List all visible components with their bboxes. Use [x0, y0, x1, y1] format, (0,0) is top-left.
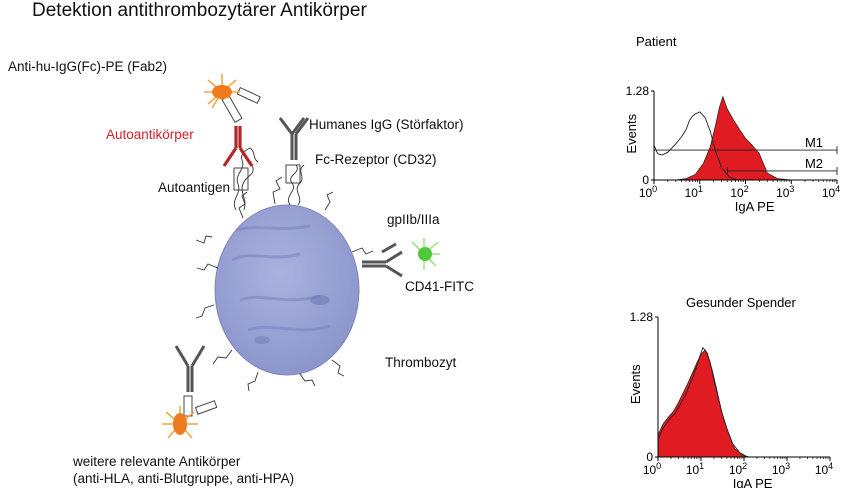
- other-antibody: [174, 345, 206, 392]
- page-title: Detektion antithrombozytärer Antikörper: [32, 0, 367, 21]
- x-tick-label-patient-0: 100: [639, 184, 657, 200]
- pe-fluorophore-bottom: [162, 406, 198, 439]
- chart-title-spender: Gesunder Spender: [686, 295, 797, 310]
- marker-label-m1: M1: [805, 135, 823, 150]
- surface-receptors: [195, 176, 374, 392]
- x-tick-label-spender-1: 101: [686, 461, 704, 477]
- label-thrombozyt: Thrombozyt: [385, 355, 457, 370]
- anti-hu-igg-fab2-bottom: [183, 395, 218, 417]
- label-weitere-1: weitere relevante Antikörper: [73, 454, 241, 469]
- x-tick-label-spender-4: 104: [815, 461, 833, 477]
- x-tick-label-patient-1: 101: [685, 184, 703, 200]
- marker-label-m2: M2: [805, 156, 823, 171]
- y-tick-label-spender-1: 1.28: [630, 310, 654, 324]
- x-axis-label-patient: IgA PE: [735, 199, 775, 214]
- label-autoantigen: Autoantigen: [158, 180, 231, 195]
- label-cd41-fitc: CD41-FITC: [405, 279, 475, 294]
- label-fc-rezeptor: Fc-Rezeptor (CD32): [315, 152, 437, 167]
- pe-fluorophore-top: [204, 74, 240, 109]
- x-tick-label-spender-3: 103: [772, 461, 790, 477]
- y-tick-label-patient-1: 1.28: [626, 84, 650, 98]
- y-axis-label-patient: Events: [624, 113, 639, 153]
- x-tick-label-patient-2: 102: [730, 184, 748, 200]
- x-axis-label-spender: IgA PE: [733, 476, 773, 488]
- fitc-fluorophore: [411, 238, 440, 270]
- y-tick-label-patient-0: 0: [642, 173, 649, 187]
- y-axis-label-spender: Events: [628, 364, 643, 404]
- x-tick-label-patient-4: 104: [822, 184, 840, 200]
- label-weitere-2: (anti-HLA, anti-Blutgruppe, anti-HPA): [73, 471, 295, 486]
- platelet-cell: [214, 204, 360, 376]
- chart-title-patient: Patient: [636, 34, 677, 49]
- autoantibody: [222, 126, 254, 167]
- cd41-antibody: [362, 242, 403, 278]
- label-gpiib-iiia: gpIIb/IIIa: [387, 212, 440, 227]
- series-line-spender-1: [657, 346, 748, 458]
- y-tick-label-spender-0: 0: [646, 450, 653, 464]
- label-anti-hu-igg: Anti-hu-IgG(Fc)-PE (Fab2): [8, 59, 168, 74]
- x-tick-label-spender-0: 100: [643, 461, 661, 477]
- human-igg-antibody: [278, 117, 310, 160]
- fc-receptor: [285, 164, 305, 206]
- x-tick-label-spender-2: 102: [729, 461, 747, 477]
- series-line-patient-1: [653, 111, 739, 181]
- series-area-spender-0: [657, 349, 750, 458]
- label-humanes-igg: Humanes IgG (Störfaktor): [309, 117, 464, 132]
- autoantigen-structure: [233, 147, 259, 211]
- series-area-patient-0: [675, 95, 792, 181]
- label-autoantikoerper: Autoantikörper: [106, 127, 194, 142]
- x-tick-label-patient-3: 103: [776, 184, 794, 200]
